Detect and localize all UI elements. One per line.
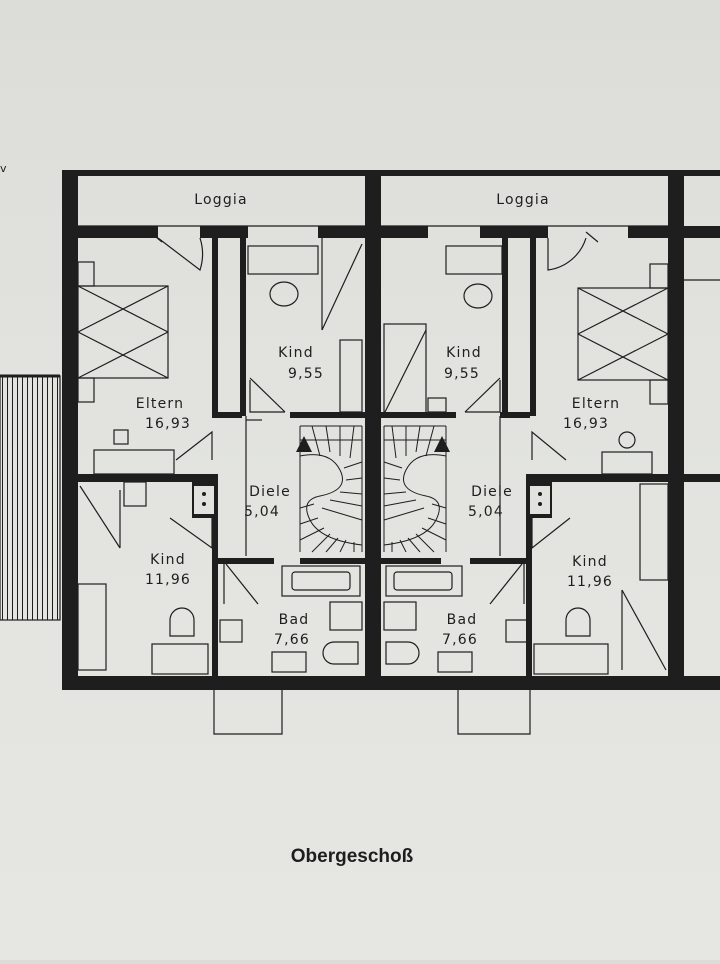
plan-title: Obergeschoß (291, 846, 414, 867)
edge-mark: v (0, 162, 7, 175)
diele-area-left: 5,04 (244, 504, 280, 520)
eltern-label-left: Eltern (136, 396, 184, 412)
bad-area-left: 7,66 (274, 632, 310, 648)
balcony-railing (0, 374, 61, 621)
bad-area-right: 7,66 (442, 632, 478, 648)
eltern-label-right: Eltern (572, 396, 620, 412)
diele-label-left: Diele (249, 484, 291, 500)
kind-bottom-label-left: Kind (150, 552, 186, 568)
eltern-area-right: 16,93 (563, 416, 609, 432)
kind-top-area-right: 9,55 (444, 366, 480, 382)
kind-top-label-left: Kind (278, 345, 314, 361)
labels-left-house: Loggia Eltern 16,93 Kind 9,55 Diele 5,04… (136, 192, 324, 648)
kind-top-area-left: 9,55 (288, 366, 324, 382)
diele-area-right: 5,04 (468, 504, 504, 520)
stair-arrows (296, 436, 450, 452)
fixtures (77, 225, 720, 735)
kind-bottom-area-right: 11,96 (567, 574, 613, 590)
bad-label-right: Bad (447, 612, 478, 628)
shafts (194, 486, 550, 514)
kind-top-label-right: Kind (446, 345, 482, 361)
eltern-area-left: 16,93 (145, 416, 191, 432)
loggia-label-right: Loggia (496, 192, 550, 208)
loggia-label-left: Loggia (194, 192, 248, 208)
diele-label-right: Diele (471, 484, 513, 500)
labels-right-house: Loggia Eltern 16,93 Kind 9,55 Diele 5,04… (442, 192, 620, 648)
kind-bottom-label-right: Kind (572, 554, 608, 570)
kind-bottom-area-left: 11,96 (145, 572, 191, 588)
bad-label-left: Bad (279, 612, 310, 628)
